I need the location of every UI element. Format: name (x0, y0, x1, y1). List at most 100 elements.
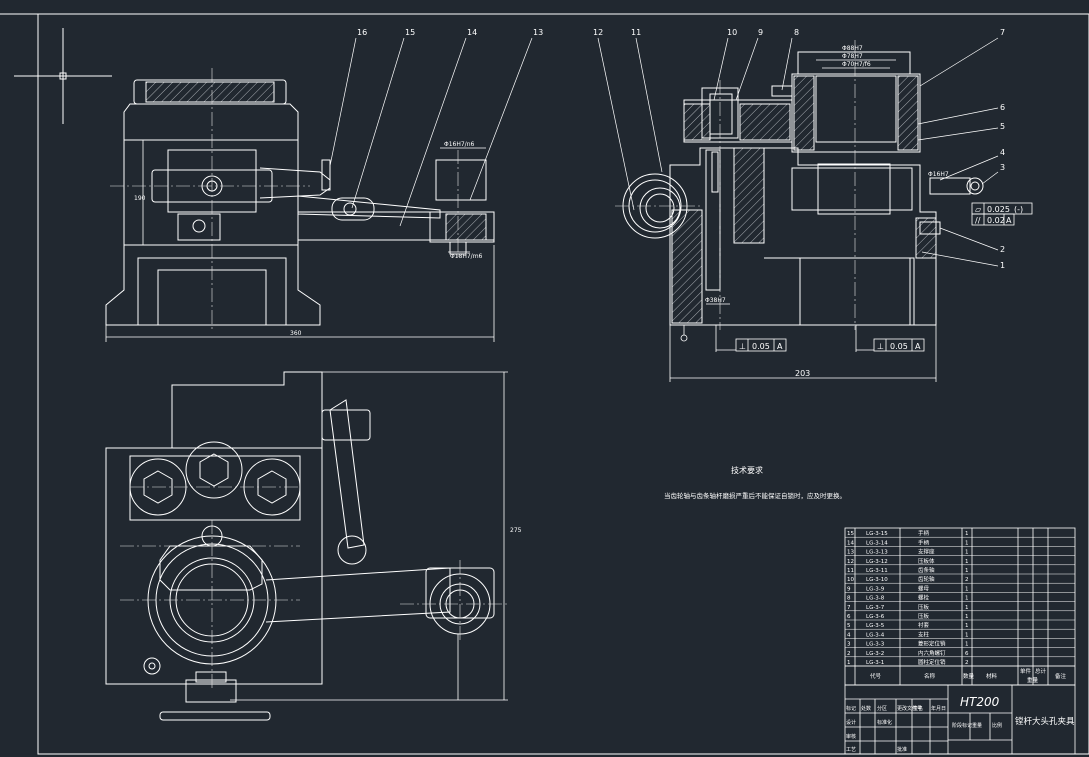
title-block-texts: HT200 镗杆大头孔夹具 标记 处数 分区 更改文件号 签名 年月日 设计 标… (846, 695, 1075, 753)
bom-cell-qty: 6 (965, 651, 969, 657)
bom-cell-code: LG-3-10 (866, 577, 888, 583)
bom-cell-name: 内六角螺钉 (918, 649, 946, 657)
bom-cell-code: LG-3-3 (866, 642, 885, 648)
dim-bottom: Φ38H7 (705, 297, 726, 304)
bom-cell-code: LG-3-4 (866, 632, 885, 638)
tol-parallel: 0.02 (987, 216, 1005, 225)
notes-title: 技术要求 (731, 465, 763, 475)
svg-text:⊥: ⊥ (877, 342, 884, 351)
dim-bush: Φ18H7/m6 (450, 253, 483, 260)
svg-text:处数: 处数 (861, 705, 871, 712)
svg-text:⊥: ⊥ (739, 342, 746, 351)
bom-cell-code: LG-3-13 (866, 550, 888, 556)
tol-perp-left-datum: A (777, 342, 783, 351)
bom-cell-name: 压板 (918, 612, 930, 620)
bom-cell-qty: 1 (965, 642, 969, 648)
svg-text:比例: 比例 (992, 722, 1002, 729)
bom-cell-qty: 2 (965, 660, 969, 666)
balloon-numbers: 16 15 14 13 12 11 10 9 8 7 6 5 4 3 2 1 (357, 28, 1005, 270)
balloon-4: 4 (1000, 148, 1005, 157)
bom-cell-no: 14 (847, 540, 854, 546)
drawing-name: 镗杆大头孔夹具 (1015, 716, 1075, 727)
tolerance-frames (735, 202, 1033, 352)
svg-text:⏥: ⏥ (975, 205, 982, 214)
balloon-2: 2 (1000, 245, 1005, 254)
bom-cell-no: 15 (847, 531, 854, 537)
tol-perp-right-datum: A (915, 342, 921, 351)
bom-cell-qty: 1 (965, 586, 969, 592)
svg-text:签名: 签名 (913, 705, 923, 712)
bom-cell-code: LG-3-6 (866, 614, 885, 620)
dim-side-width: 203 (795, 369, 810, 378)
bom-cell-no: 12 (847, 559, 854, 565)
bom-cell-code: LG-3-14 (866, 540, 888, 546)
tol-parallel-datum: A (1006, 216, 1012, 225)
bom-cell-qty: 1 (965, 540, 969, 546)
bom-cell-name: 菱形定位销 (918, 640, 946, 648)
dim-top-height: 275 (510, 527, 522, 534)
svg-text:标准化: 标准化 (877, 719, 892, 726)
bom-cell-no: 5 (847, 623, 851, 629)
tol-flatness: 0.025 (987, 205, 1010, 214)
bom-cell-code: LG-3-9 (866, 586, 885, 592)
dim-top-b: Φ78H7 (842, 53, 863, 60)
bom-header-qty: 数量 (963, 672, 975, 680)
balloon-13: 13 (533, 28, 543, 37)
bom-cell-code: LG-3-5 (866, 623, 885, 629)
bom-cell-code: LG-3-8 (866, 596, 885, 602)
bom-header-total: 总计 (1035, 667, 1047, 675)
balloon-1: 1 (1000, 261, 1005, 270)
bom-cell-qty: 1 (965, 614, 969, 620)
balloon-8: 8 (794, 28, 799, 37)
balloon-3: 3 (1000, 163, 1005, 172)
balloon-15: 15 (405, 28, 415, 37)
bom-cell-qty: 1 (965, 596, 969, 602)
bom-cell-qty: 2 (965, 577, 969, 583)
dim-small: Φ16H7 (928, 171, 949, 178)
ucs-cursor-icon[interactable] (14, 28, 112, 124)
balloon-11: 11 (631, 28, 641, 37)
bom-cell-name: 齿轮轴 (918, 575, 935, 583)
svg-text:设计: 设计 (846, 719, 856, 726)
leader-lines (329, 37, 999, 267)
svg-text:标记: 标记 (846, 705, 856, 712)
svg-text:年月日: 年月日 (931, 705, 946, 712)
balloon-12: 12 (593, 28, 603, 37)
bom-cell-name: 支撑座 (918, 548, 935, 556)
balloon-10: 10 (727, 28, 737, 37)
svg-text:重量: 重量 (972, 722, 982, 729)
bom-header: 代号 名称 数量 材料 单件 总计 重量 备注 (870, 667, 1067, 684)
notes-text: 当齿轮轴与齿条轴杆磨损严重后不能保证自锁时，应及时更换。 (664, 491, 846, 500)
bom-header-remark: 备注 (1055, 672, 1067, 680)
bom-table (844, 527, 1076, 686)
bom-cell-no: 10 (847, 577, 854, 583)
balloon-9: 9 (758, 28, 763, 37)
bom-cell-qty: 1 (965, 550, 969, 556)
title-block (844, 684, 1076, 755)
svg-text:工艺: 工艺 (846, 747, 856, 753)
balloon-6: 6 (1000, 103, 1005, 112)
bom-cell-name: 压板体 (918, 557, 935, 565)
dim-top-c: Φ70H7/f6 (842, 61, 871, 68)
bom-cell-name: 手柄 (918, 538, 930, 546)
svg-text:阶段标记: 阶段标记 (952, 722, 972, 729)
bom-cell-qty: 1 (965, 531, 969, 537)
bom-cell-code: LG-3-7 (866, 605, 885, 611)
bom-cell-code: LG-3-1 (866, 660, 884, 666)
bom-cell-name: 圆柱定位销 (918, 658, 946, 666)
balloon-16: 16 (357, 28, 367, 37)
material-label: HT200 (960, 695, 1000, 709)
bom-cell-no: 11 (847, 568, 854, 574)
front-view (105, 79, 495, 326)
dimension-texts: 360 190 Φ16H7/n6 Φ18H7/m6 Φ88H7 Φ78H7 Φ7… (134, 45, 949, 534)
bom-cell-code: LG-3-11 (866, 568, 888, 574)
bom-cell-name: 齿条轴 (918, 566, 935, 574)
bom-cell-name: 手柄 (918, 529, 930, 537)
dim-front-width: 360 (290, 330, 302, 337)
bom-cell-no: 2 (847, 651, 851, 657)
tol-perp-right: 0.05 (890, 342, 908, 351)
bom-cell-name: 衬套 (918, 621, 930, 629)
bom-cell-no: 13 (847, 550, 854, 556)
svg-text:审核: 审核 (846, 733, 856, 740)
